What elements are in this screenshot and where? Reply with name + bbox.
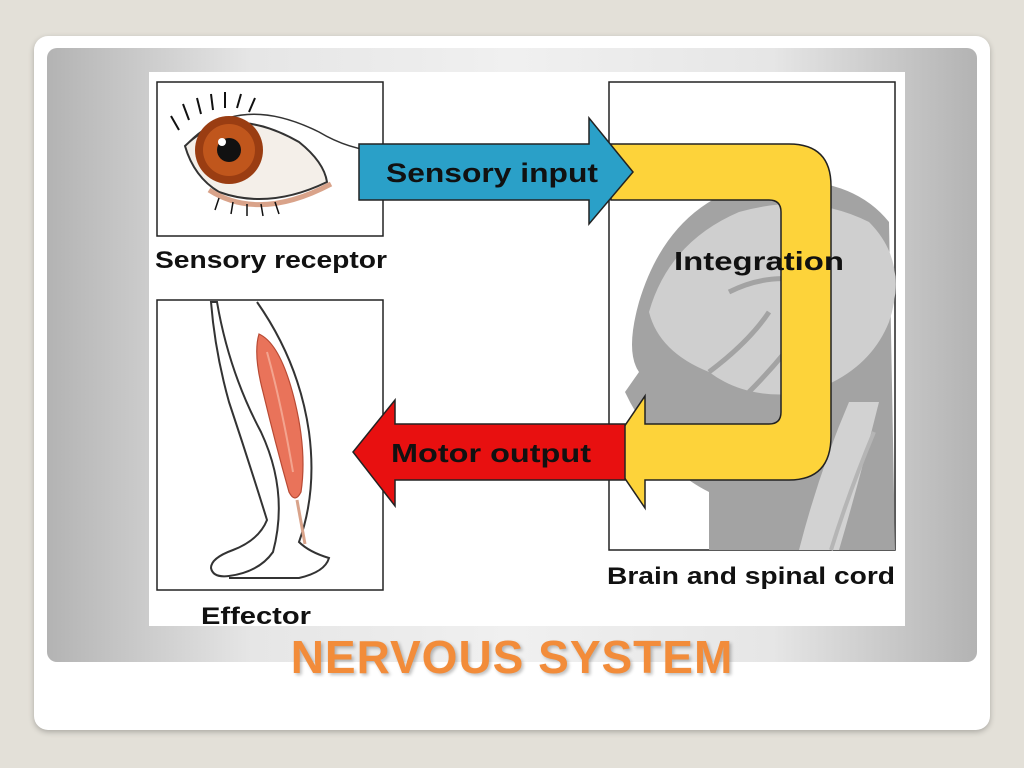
integration-arrow — [606, 143, 832, 511]
content-panel: Sensory receptor Effector — [47, 48, 977, 662]
sensory-input-arrow — [358, 115, 634, 227]
motor-output-label: Motor output — [391, 438, 591, 468]
slide: Sensory receptor Effector — [34, 36, 990, 730]
slide-title: NERVOUS SYSTEM — [290, 631, 734, 683]
leg-muscle-icon — [209, 301, 331, 579]
integration-label: Integration — [674, 246, 844, 276]
sensory-input-label: Sensory input — [386, 158, 598, 188]
effector-label: Effector — [201, 603, 311, 626]
brain-label: Brain and spinal cord — [607, 563, 895, 590]
eye-icon — [170, 92, 384, 217]
nervous-system-diagram: Sensory receptor Effector — [149, 72, 905, 626]
sensory-receptor-label: Sensory receptor — [155, 247, 387, 274]
motor-output-arrow — [352, 397, 626, 509]
